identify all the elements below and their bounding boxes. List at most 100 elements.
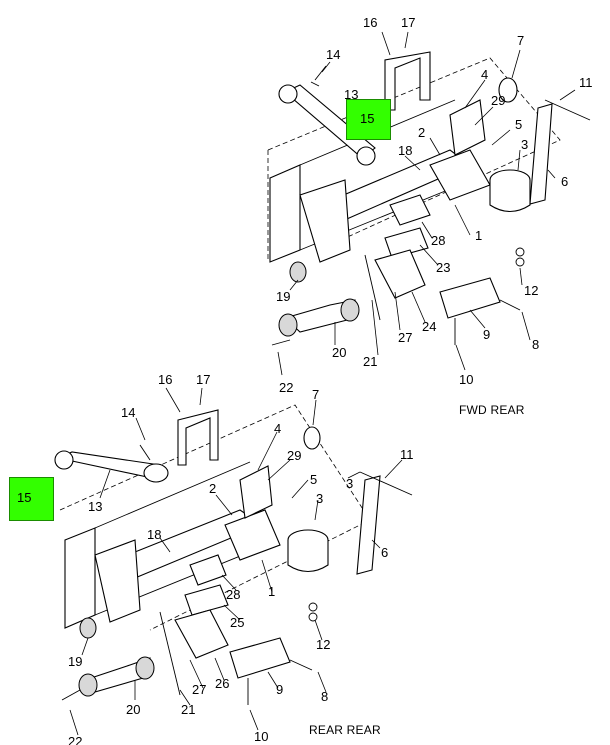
fwd-frame-rail — [269, 164, 301, 263]
fwd-bolt-14 — [310, 65, 327, 87]
rear-leader-lines — [69, 387, 403, 736]
callout-8-rear: 8 — [321, 689, 329, 704]
callout-2: 2 — [418, 125, 426, 140]
callout-14: 14 — [326, 47, 341, 62]
rear-spacer-28 — [189, 554, 227, 586]
callout-20-rear: 20 — [126, 702, 141, 717]
fwd-bracket-24 — [374, 249, 426, 299]
rear-bracket-29 — [239, 465, 273, 519]
callout-29-rear: 29 — [287, 448, 302, 463]
callout-15-hotspot-fwd[interactable]: 15 — [346, 99, 391, 140]
callout-18-rear: 18 — [147, 527, 162, 542]
callout-5-rear: 5 — [310, 472, 318, 487]
fwd-bushing-19 — [289, 261, 307, 283]
callout-6-rear: 6 — [381, 545, 389, 560]
callout-1-rear: 1 — [268, 584, 276, 599]
rear-bolt-22 — [61, 689, 81, 701]
callout-22: 22 — [279, 380, 294, 395]
callout-28-rear: 28 — [226, 587, 241, 602]
fwd-bushing-7 — [498, 77, 518, 103]
callout-19: 19 — [276, 289, 291, 304]
callout-13-rear: 13 — [88, 499, 103, 514]
rear-bushing-7 — [303, 426, 321, 450]
rear-shock-bolt — [359, 471, 413, 496]
rear-arm-bushing — [78, 673, 98, 697]
callout-3: 3 — [521, 137, 529, 152]
callout-11-rear: 11 — [400, 447, 414, 462]
callout-12: 12 — [524, 283, 539, 298]
rear-torque-rod-bushing — [143, 463, 169, 483]
callout-23: 23 — [436, 260, 451, 275]
rear-bushing-19 — [79, 617, 97, 639]
callout-15-hotspot-rear[interactable]: 15 — [9, 477, 54, 521]
callout-1: 1 — [475, 228, 483, 243]
fwd-clamp-21 — [364, 254, 381, 321]
fwd-torque-rod-end — [278, 84, 298, 104]
fwd-plate-bolts — [454, 299, 521, 345]
callout-26-rear: 26 — [215, 676, 230, 691]
rear-hanger — [94, 539, 141, 623]
callout-17: 17 — [401, 15, 416, 30]
callout-29: 29 — [491, 93, 506, 108]
callout-4-rear: 4 — [274, 421, 282, 436]
fwd-plate-9 — [439, 277, 501, 319]
callout-16-rear: 16 — [158, 372, 173, 387]
fwd-nut-12 — [515, 247, 525, 257]
rear-spacer-25 — [184, 584, 229, 616]
callout-24: 24 — [422, 319, 437, 334]
fwd-arm-bushing-2 — [340, 298, 360, 322]
callout-5: 5 — [515, 117, 523, 132]
callout-21: 21 — [363, 354, 378, 369]
callout-18: 18 — [398, 143, 413, 158]
rear-torque-rod-end — [54, 450, 74, 470]
fwd-shock-absorber — [529, 103, 553, 205]
rear-arm-bushing-2 — [135, 656, 155, 680]
fwd-bracket-29 — [449, 99, 486, 156]
rear-plate-9 — [229, 637, 291, 679]
callout-25-rear: 25 — [230, 615, 245, 630]
rear-rear-caption: REAR REAR — [309, 723, 381, 737]
callout-16: 16 — [363, 15, 378, 30]
fwd-leader-lines — [277, 31, 576, 376]
callout-8: 8 — [532, 337, 540, 352]
rear-air-spring — [287, 540, 329, 573]
rear-bracket-26 — [174, 609, 229, 659]
callout-4: 4 — [481, 67, 489, 82]
callout-11: 11 — [579, 75, 593, 90]
callout-3b-rear: 3 — [346, 476, 354, 491]
rear-clamp-21 — [159, 611, 181, 696]
callout-7-rear: 7 — [312, 387, 320, 402]
callout-28: 28 — [431, 233, 446, 248]
fwd-arm-bushing — [278, 313, 298, 337]
callout-3-rear: 3 — [316, 491, 324, 506]
callout-7: 7 — [517, 33, 525, 48]
fwd-washer-12 — [515, 257, 525, 267]
callout-14-rear: 14 — [121, 405, 136, 420]
rear-shock-absorber — [356, 475, 381, 575]
callout-2-rear: 2 — [209, 481, 217, 496]
fwd-rear-caption: FWD REAR — [459, 403, 525, 417]
fwd-assembly-drawing — [267, 51, 591, 346]
fwd-air-spring — [489, 180, 531, 213]
callout-10-rear: 10 — [254, 729, 269, 744]
rear-bolt-14 — [139, 444, 151, 461]
callout-10: 10 — [459, 372, 474, 387]
rear-nut-12 — [308, 602, 318, 612]
callout-9: 9 — [483, 327, 491, 342]
fwd-shock-bolt — [544, 99, 591, 121]
fwd-torque-rod-end-2 — [356, 146, 376, 166]
callout-17-rear: 17 — [196, 372, 211, 387]
callout-27: 27 — [398, 330, 413, 345]
fwd-spacer-28 — [389, 194, 431, 226]
rear-assembly-drawing — [54, 404, 413, 705]
callout-13: 13 — [344, 87, 359, 102]
fwd-spacer-23 — [384, 227, 429, 259]
callout-21-rear: 21 — [181, 702, 196, 717]
fwd-u-bolt — [384, 51, 431, 111]
callout-12-rear: 12 — [316, 637, 331, 652]
callout-15-label-fwd: 15 — [360, 111, 375, 126]
rear-frame-rail — [64, 527, 96, 629]
callout-27-rear: 27 — [192, 682, 207, 697]
